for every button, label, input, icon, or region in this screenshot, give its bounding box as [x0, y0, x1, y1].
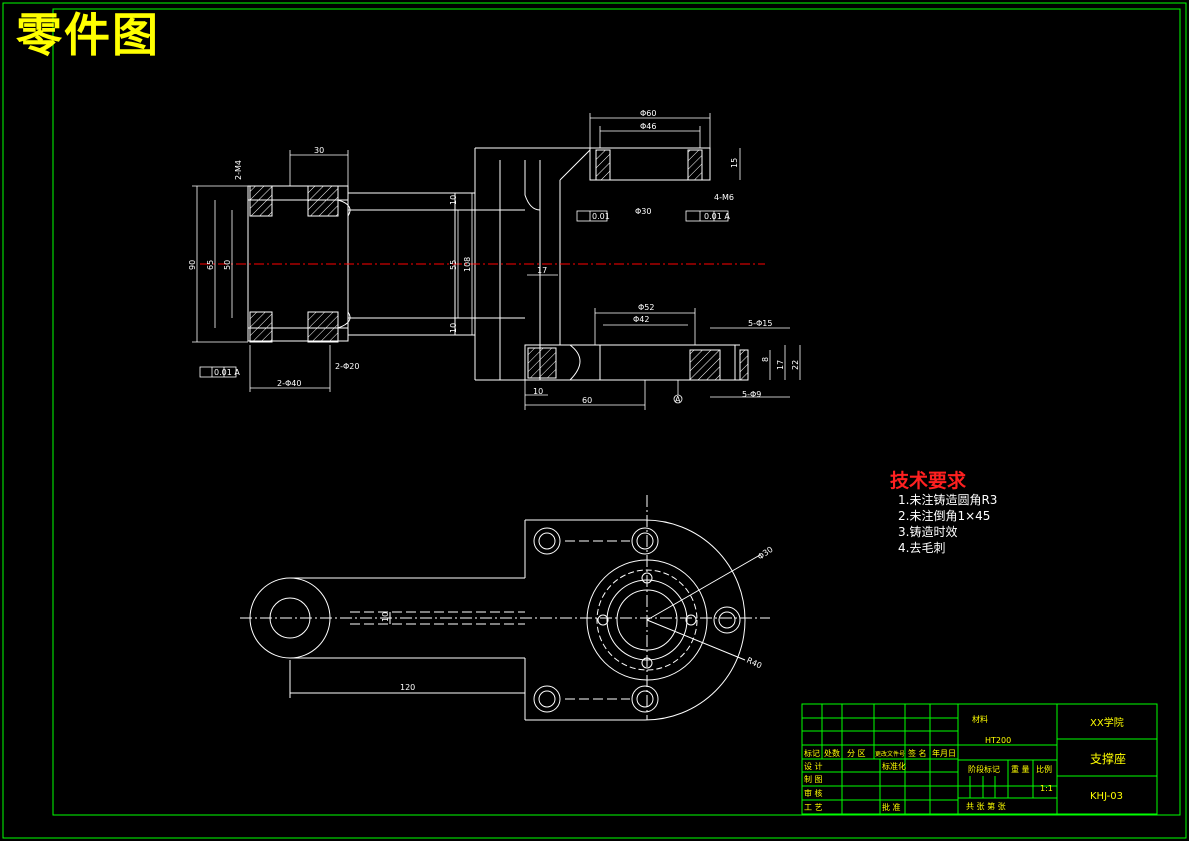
dim-90: 90 — [188, 260, 197, 270]
approve-label: 批 准 — [882, 802, 901, 812]
row-draw: 制 图 — [804, 774, 823, 784]
title-block — [801, 703, 1158, 815]
dim-17: 17 — [537, 266, 547, 275]
top-view — [240, 495, 770, 721]
dim-2m4: 2-M4 — [234, 160, 243, 180]
dim-15: 15 — [730, 158, 739, 168]
dim-phi42: Φ42 — [633, 315, 649, 324]
dim-phi46: Φ46 — [640, 122, 656, 131]
dim-65: 65 — [206, 260, 215, 270]
front-dimension-texts: 30 2-M4 90 65 50 10 10 55 108 17 2-Φ40 2… — [188, 109, 800, 405]
dim-55: 55 — [449, 260, 458, 270]
inner-frame — [52, 8, 1181, 816]
dim-phi52: Φ52 — [638, 303, 654, 312]
dim-top-phi30: Φ30 — [756, 545, 775, 562]
row-design: 设 计 — [804, 761, 823, 771]
dim-10c: 10 — [533, 387, 543, 396]
dim-r40: R40 — [745, 656, 763, 671]
drawing-number: KHJ-03 — [1090, 791, 1123, 802]
tech-item: 1.未注铸造圆角R3 — [898, 493, 998, 507]
dim-2phi40: 2-Φ40 — [277, 379, 301, 388]
datum-a: A — [675, 395, 681, 404]
dim-4m6: 4-M6 — [714, 193, 734, 202]
dim-flatness: 0.01 A — [214, 368, 240, 377]
material-value: HT200 — [985, 736, 1011, 745]
sheets-label: 共 张 第 张 — [966, 801, 1006, 811]
hdr-date: 年月日 — [932, 748, 956, 758]
dim-30: 30 — [314, 146, 324, 155]
tech-requirements-title: 技术要求 — [890, 470, 967, 492]
hdr-count: 处数 — [824, 748, 840, 758]
hdr-zone: 分 区 — [847, 749, 866, 758]
hdr-mark: 标记 — [804, 748, 820, 758]
dim-8: 8 — [761, 357, 770, 362]
part-name: 支撑座 — [1090, 751, 1126, 766]
dim-10b: 10 — [449, 323, 458, 333]
page-heading: 零件图 — [16, 8, 160, 62]
std-label: 标准化 — [882, 761, 906, 771]
tech-item: 3.铸造时效 — [898, 525, 958, 539]
dim-para: 0.01 A — [704, 212, 730, 221]
dim-108: 108 — [463, 257, 472, 272]
dim-120: 120 — [400, 683, 415, 692]
dim-22: 22 — [791, 360, 800, 370]
dim-17b: 17 — [776, 360, 785, 370]
row-process: 工 艺 — [804, 803, 823, 812]
dim-phi30: Φ30 — [635, 207, 651, 216]
hdr-sign: 签 名 — [908, 748, 927, 758]
dim-60: 60 — [582, 396, 592, 405]
row-check: 审 核 — [804, 788, 823, 798]
weight-label: 重 量 — [1011, 764, 1030, 774]
dim-flat2: 0.01 — [592, 212, 610, 221]
title-block-texts: 材料 HT200 XX学院 支撑座 KHJ-03 标记 处数 分 区 更改文件号… — [804, 714, 1126, 812]
dim-5phi15: 5-Φ15 — [748, 319, 772, 328]
scale-value: 1:1 — [1040, 784, 1053, 793]
dim-10d: 10 — [381, 612, 390, 622]
dim-10a: 10 — [449, 195, 458, 205]
tech-item: 2.未注倒角1×45 — [898, 509, 991, 523]
hdr-doc: 更改文件号 — [875, 750, 905, 758]
stage-label: 阶段标记 — [968, 764, 1000, 774]
tech-item: 4.去毛刺 — [898, 541, 946, 555]
dim-phi60: Φ60 — [640, 109, 656, 118]
front-dimensions — [192, 113, 801, 410]
dim-5phi9: 5-Φ9 — [742, 390, 761, 399]
material-label: 材料 — [972, 714, 988, 724]
tech-requirements-list: 1.未注铸造圆角R3 2.未注倒角1×45 3.铸造时效 4.去毛刺 — [898, 492, 997, 556]
dim-2phi20: 2-Φ20 — [335, 362, 359, 371]
school-name: XX学院 — [1090, 716, 1124, 729]
dim-50: 50 — [223, 260, 232, 270]
ratio-label: 比例 — [1036, 764, 1052, 774]
